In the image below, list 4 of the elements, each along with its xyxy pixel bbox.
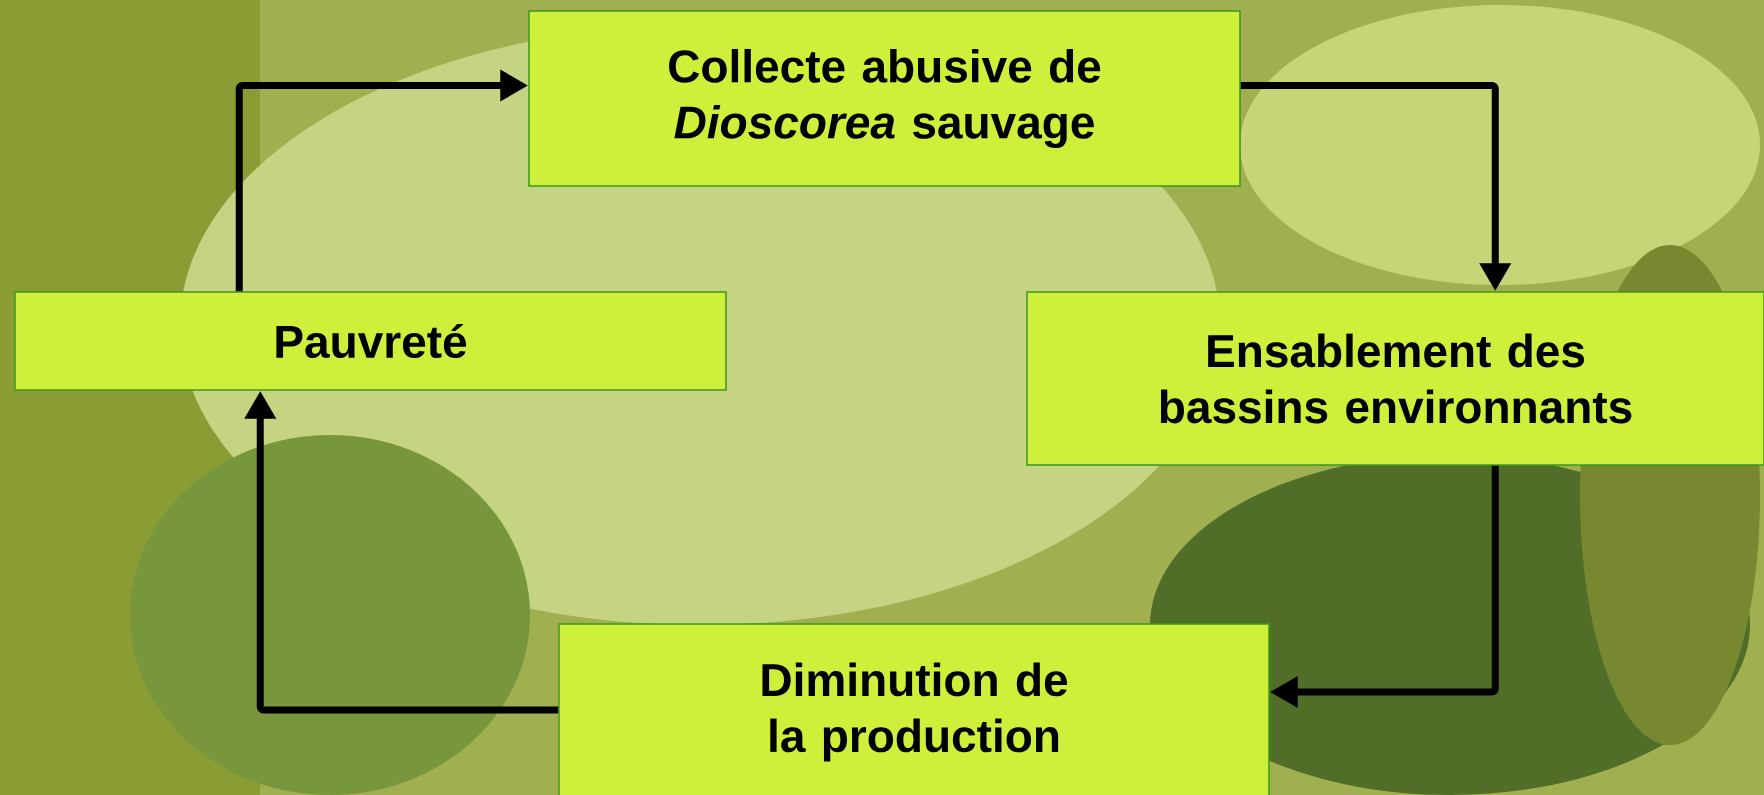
process-box: Diminution de la production (558, 623, 1270, 795)
process-box: Ensablement des bassins environnants (1026, 291, 1764, 466)
process-box: Collecte abusive de Dioscorea sauvage (528, 10, 1241, 187)
process-box: Pauvreté (14, 291, 727, 391)
